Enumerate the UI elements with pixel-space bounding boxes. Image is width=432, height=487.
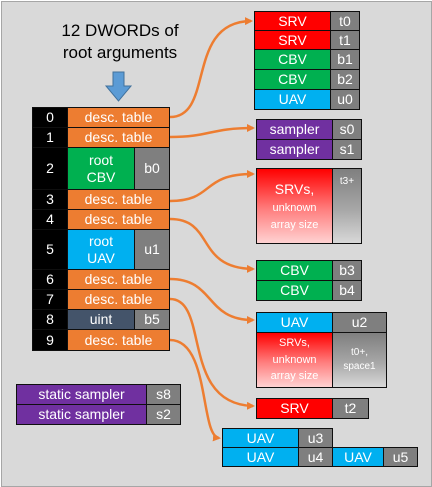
table4-reg-b3: b3 bbox=[332, 260, 362, 281]
table0-cbv-b1: CBV bbox=[254, 49, 331, 70]
table1-reg-s0: s0 bbox=[332, 119, 362, 140]
table1-sampler-s0: sampler bbox=[256, 119, 333, 140]
diagram-title: 12 DWORDs of root arguments bbox=[20, 20, 220, 64]
table7-reg-t2: t2 bbox=[332, 398, 369, 419]
connector-row1-to-table1 bbox=[169, 124, 255, 139]
table3-srvs-line-3: array size bbox=[270, 218, 319, 231]
root-index-4: 4 bbox=[32, 209, 68, 230]
table6-uav-u2: UAV bbox=[256, 312, 333, 333]
table6-srvs-line-3: array size bbox=[270, 370, 319, 383]
root-content-7: desc. table bbox=[67, 289, 170, 310]
static-sampler-reg-s8: s8 bbox=[146, 384, 181, 405]
table3-srvs-line-1: SRVs, bbox=[274, 181, 315, 197]
table3-srvs-unbounded: SRVs, unknown array size bbox=[256, 168, 333, 244]
table0-cbv-b2: CBV bbox=[254, 69, 331, 90]
table6-reg-line-2: space1 bbox=[343, 361, 376, 372]
table0-reg-b1: b1 bbox=[330, 49, 360, 70]
table6-srvs-unbounded: SRVs, unknown array size bbox=[256, 332, 333, 388]
connector-row6-to-table6 bbox=[169, 277, 255, 324]
table4-reg-b4: b4 bbox=[332, 280, 362, 301]
table0-srv-t1: SRV bbox=[254, 30, 331, 50]
table6-reg-t0plus-space1: t0+, space1 bbox=[332, 332, 387, 388]
table6-srvs-line-2: unknown bbox=[272, 353, 317, 366]
static-sampler-s2: static sampler bbox=[16, 404, 147, 425]
root-index-9: 9 bbox=[32, 329, 68, 351]
static-sampler-s8: static sampler bbox=[16, 384, 147, 405]
connector-row3-to-table3 bbox=[169, 170, 255, 203]
root-content-0: desc. table bbox=[67, 107, 170, 128]
title-line-1: 12 DWORDs of bbox=[61, 21, 179, 40]
root-register-8: b5 bbox=[134, 309, 170, 330]
table3-reg-t3plus: t3+ bbox=[332, 168, 362, 244]
table6-reg-u2: u2 bbox=[332, 312, 387, 333]
root-content-1: desc. table bbox=[67, 127, 170, 148]
table1-reg-s1: s1 bbox=[332, 139, 362, 160]
root-content-6: desc. table bbox=[67, 269, 170, 290]
title-down-arrow bbox=[104, 71, 133, 102]
table9-uav-u5: UAV bbox=[332, 447, 384, 467]
root-index-5: 5 bbox=[32, 229, 68, 270]
table6-reg-line-1: t0+, bbox=[351, 347, 368, 358]
table0-reg-t1: t1 bbox=[330, 30, 360, 50]
root-register-5: u1 bbox=[134, 229, 170, 270]
table3-srvs-line-2: unknown bbox=[272, 202, 317, 214]
root-index-7: 7 bbox=[32, 289, 68, 310]
table9-reg-u3: u3 bbox=[298, 428, 333, 448]
table9-uav-u3: UAV bbox=[222, 428, 299, 448]
connector-row0-to-table0 bbox=[169, 17, 253, 119]
connector-row4-to-table4 bbox=[169, 217, 255, 273]
table0-uav-u0: UAV bbox=[254, 89, 331, 110]
static-sampler-reg-s2: s2 bbox=[146, 404, 181, 425]
root-content-4: desc. table bbox=[67, 209, 170, 230]
root-index-3: 3 bbox=[32, 189, 68, 210]
table4-cbv-b4: CBV bbox=[256, 280, 333, 301]
table0-srv-t0: SRV bbox=[254, 11, 331, 31]
table0-reg-t0: t0 bbox=[330, 11, 360, 31]
root-content-9: desc. table bbox=[67, 329, 170, 351]
root-index-6: 6 bbox=[32, 269, 68, 290]
table7-srv-t2: SRV bbox=[256, 398, 333, 419]
table6-srvs-line-1: SRVs, bbox=[279, 337, 310, 350]
table9-reg-u4: u4 bbox=[298, 447, 333, 467]
root-index-8: 8 bbox=[32, 309, 68, 330]
root-cbv-line-1: root bbox=[88, 152, 114, 169]
connector-row9-to-table9 bbox=[169, 338, 221, 442]
title-line-2: root arguments bbox=[62, 43, 178, 63]
root-content-5: root UAV bbox=[67, 229, 135, 270]
root-uav-line-2: UAV bbox=[87, 249, 115, 266]
root-register-2: b0 bbox=[134, 147, 170, 190]
table4-cbv-b3: CBV bbox=[256, 260, 333, 281]
root-index-0: 0 bbox=[32, 107, 68, 128]
root-cbv-line-2: CBV bbox=[86, 168, 116, 185]
table0-reg-u0: u0 bbox=[330, 89, 360, 110]
connector-row7-to-table7 bbox=[169, 297, 255, 410]
table9-uav-u4: UAV bbox=[222, 447, 299, 467]
root-content-3: desc. table bbox=[67, 189, 170, 210]
table1-sampler-s1: sampler bbox=[256, 139, 333, 160]
table0-reg-b2: b2 bbox=[330, 69, 360, 90]
root-content-8: uint bbox=[67, 309, 135, 330]
root-index-2: 2 bbox=[32, 147, 68, 190]
root-content-2: root CBV bbox=[67, 147, 135, 190]
root-uav-line-1: root bbox=[88, 233, 114, 250]
table9-reg-u5: u5 bbox=[383, 447, 418, 467]
root-index-1: 1 bbox=[32, 127, 68, 148]
